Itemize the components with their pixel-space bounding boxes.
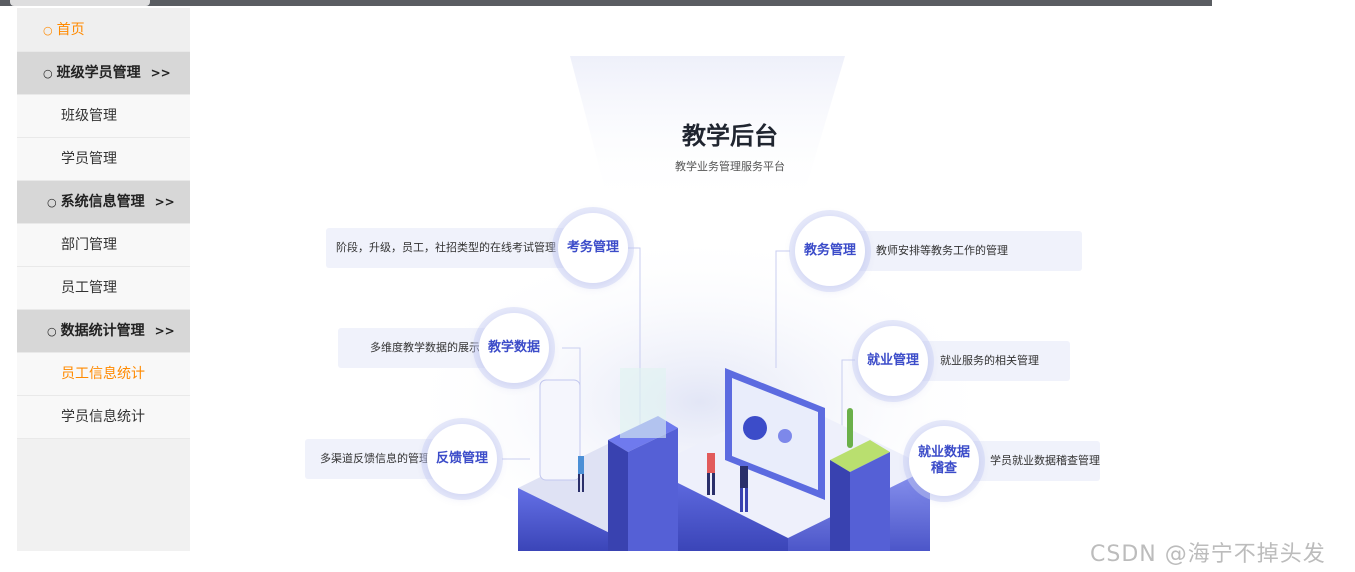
sidebar-item-dept[interactable]: 部门管理 bbox=[17, 224, 190, 267]
sidebar-item-label: 员工管理 bbox=[61, 280, 117, 296]
feature-label: 考务管理 bbox=[567, 240, 620, 255]
sidebar-item-stu-stats[interactable]: 学员信息统计 bbox=[17, 396, 190, 439]
sidebar-item-label: 员工信息统计 bbox=[61, 366, 145, 382]
sidebar-group-label: 班级学员管理 bbox=[56, 65, 141, 81]
feature-desc-text: 学员就业数据稽查管理 bbox=[990, 454, 1100, 467]
bullet-icon: ○ bbox=[43, 24, 53, 37]
sidebar-group-label: 系统信息管理 bbox=[60, 194, 145, 210]
sidebar-item-label: 部门管理 bbox=[61, 237, 117, 253]
feature-teaching-data-button[interactable]: 教学数据 bbox=[479, 313, 549, 383]
sidebar-item-label: 首页 bbox=[56, 22, 85, 38]
sidebar-item-emp[interactable]: 员工管理 bbox=[17, 267, 190, 310]
sidebar-item-label: 学员管理 bbox=[61, 151, 117, 167]
sidebar-item-emp-stats[interactable]: 员工信息统计 bbox=[17, 353, 190, 396]
top-bar bbox=[0, 0, 1212, 6]
hero-illustration bbox=[400, 56, 1000, 551]
expand-arrow-icon: >> bbox=[154, 195, 175, 209]
feature-label: 就业管理 bbox=[867, 353, 920, 368]
sidebar-group-label: 数据统计管理 bbox=[60, 323, 145, 339]
feature-desc-text: 多维度教学数据的展示 bbox=[370, 341, 480, 354]
feature-desc-academic: 教师安排等教务工作的管理 bbox=[830, 231, 1082, 271]
feature-desc-exam: 阶段，升级，员工，社招类型的在线考试管理 bbox=[326, 228, 566, 268]
sidebar-group-class-student[interactable]: ○班级学员管理 >> bbox=[17, 52, 190, 95]
feature-desc-text: 多渠道反馈信息的管理 bbox=[320, 452, 430, 465]
sidebar-item-class[interactable]: 班级管理 bbox=[17, 95, 190, 138]
feature-desc-feedback: 多渠道反馈信息的管理 bbox=[305, 439, 445, 479]
feature-label: 就业数据稽查 bbox=[918, 445, 971, 476]
feature-exam-button[interactable]: 考务管理 bbox=[558, 213, 628, 283]
sidebar: ○首页 ○班级学员管理>> 班级管理 学员管理 ○系统信息管理>> 部门管理 员… bbox=[17, 8, 190, 551]
feature-employment-check-button[interactable]: 就业数据稽查 bbox=[909, 426, 979, 496]
feature-label: 教务管理 bbox=[804, 243, 857, 258]
feature-desc-teaching-data: 多维度教学数据的展示 bbox=[338, 328, 498, 368]
feature-academic-button[interactable]: 教务管理 bbox=[795, 216, 865, 286]
bullet-icon: ○ bbox=[47, 325, 57, 338]
feature-label: 教学数据 bbox=[488, 340, 541, 355]
page-title: 教学后台 bbox=[682, 122, 778, 150]
feature-desc-text: 就业服务的相关管理 bbox=[940, 354, 1039, 367]
expand-arrow-icon: >> bbox=[154, 324, 175, 338]
bullet-icon: ○ bbox=[47, 196, 57, 209]
sidebar-item-student[interactable]: 学员管理 bbox=[17, 138, 190, 181]
feature-desc-text: 阶段，升级，员工，社招类型的在线考试管理 bbox=[336, 241, 556, 254]
main-content: 教学后台 教学业务管理服务平台 阶段，升级，员工，社招类型的在线考试管理 考务管… bbox=[190, 8, 1211, 551]
feature-employment-button[interactable]: 就业管理 bbox=[858, 326, 928, 396]
sidebar-group-system[interactable]: ○系统信息管理 >> bbox=[17, 181, 190, 224]
feature-desc-text: 教师安排等教务工作的管理 bbox=[876, 244, 1008, 257]
bullet-icon: ○ bbox=[43, 67, 53, 80]
expand-arrow-icon: >> bbox=[150, 66, 171, 80]
page-subtitle: 教学业务管理服务平台 bbox=[675, 160, 785, 173]
feature-feedback-button[interactable]: 反馈管理 bbox=[427, 424, 497, 494]
watermark: CSDN @海宁不掉头发 bbox=[1090, 542, 1326, 567]
sidebar-item-label: 学员信息统计 bbox=[61, 409, 145, 425]
logo bbox=[10, 0, 150, 6]
feature-label: 反馈管理 bbox=[436, 451, 489, 466]
sidebar-item-label: 班级管理 bbox=[61, 108, 117, 124]
sidebar-group-stats[interactable]: ○数据统计管理 >> bbox=[17, 310, 190, 353]
sidebar-item-home[interactable]: ○首页 bbox=[17, 8, 190, 52]
